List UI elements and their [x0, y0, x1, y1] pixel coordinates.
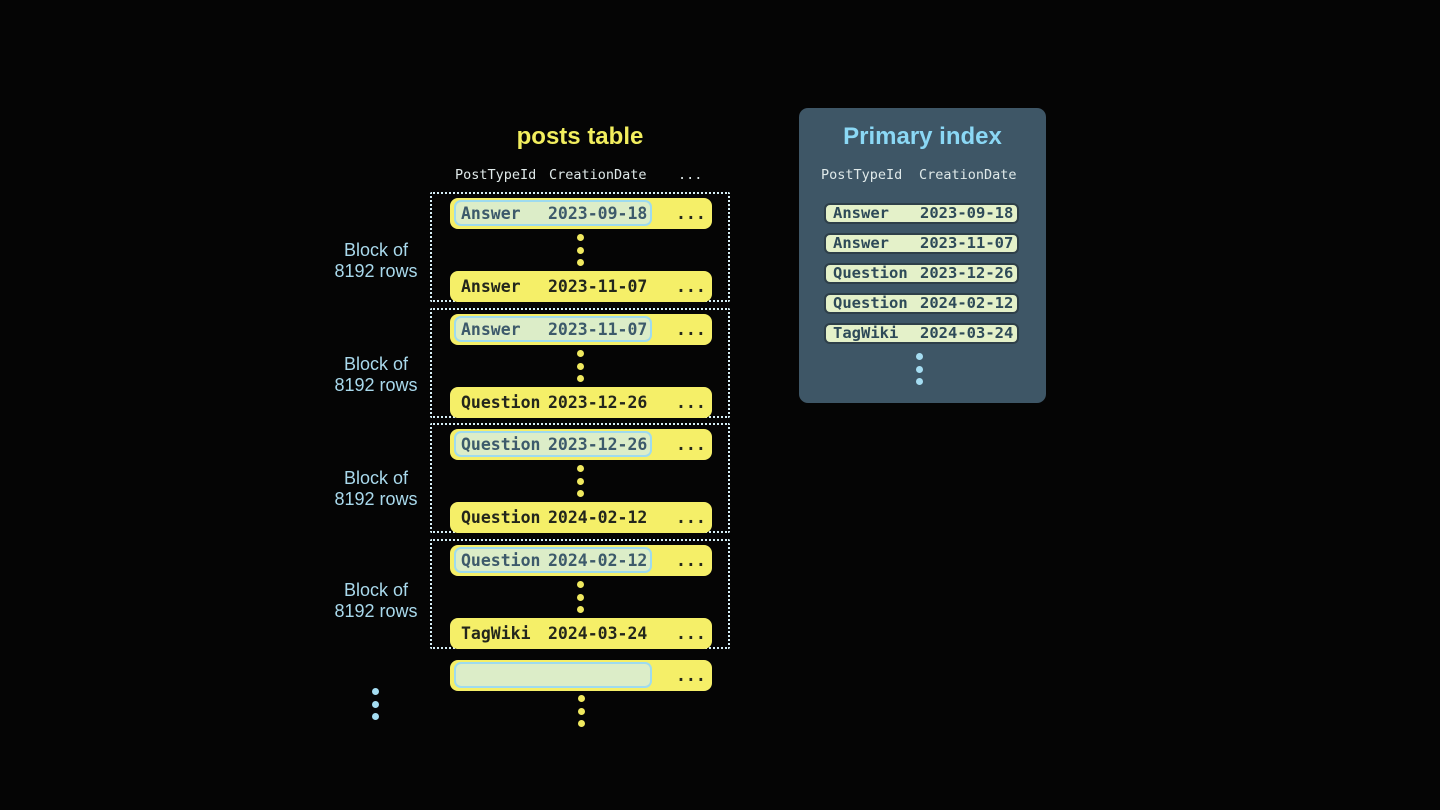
more-columns-cell: ... — [676, 624, 706, 643]
post-type-cell: Answer — [833, 204, 889, 222]
post-type-cell: Answer — [461, 204, 521, 223]
block-label-line1: Block of — [343, 240, 409, 260]
creation-date-cell: 2023-12-26 — [920, 264, 1014, 282]
block-label-line1: Block of — [343, 468, 409, 488]
table-row: Answer 2023-11-07 ... — [450, 271, 712, 302]
index-row: Question 2024-02-12 — [824, 293, 1019, 314]
primary-index-panel: Primary index PostTypeId CreationDate An… — [799, 108, 1046, 403]
table-row: Question 2024-02-12 ... — [450, 502, 712, 533]
post-type-cell: Question — [461, 435, 541, 454]
index-row: TagWiki 2024-03-24 — [824, 323, 1019, 344]
index-row: Answer 2023-09-18 — [824, 203, 1019, 224]
post-type-cell: Question — [461, 393, 541, 412]
table-row: Answer 2023-09-18 ... — [450, 198, 712, 229]
vertical-ellipsis-icon — [577, 234, 584, 266]
vertical-ellipsis-icon — [577, 350, 584, 382]
primary-key-highlight — [454, 662, 652, 688]
vertical-ellipsis-icon — [578, 695, 585, 727]
more-columns-cell: ... — [676, 508, 706, 527]
post-type-cell: Question — [833, 264, 908, 282]
table-row: Question 2023-12-26 ... — [450, 387, 712, 418]
table-row: Answer 2023-11-07 ... — [450, 314, 712, 345]
more-columns-cell: ... — [676, 551, 706, 570]
post-type-cell: Answer — [461, 320, 521, 339]
column-header-more: ... — [678, 167, 703, 183]
row-block: Question 2023-12-26 ... Question 2024-02… — [430, 423, 730, 533]
primary-key-highlight — [454, 431, 652, 457]
table-row: TagWiki 2024-03-24 ... — [450, 660, 712, 691]
block-label-line1: Block of — [343, 354, 409, 374]
column-header-posttypeid: PostTypeId — [821, 167, 903, 183]
row-block: Answer 2023-11-07 ... Question 2023-12-2… — [430, 308, 730, 418]
index-row: Answer 2023-11-07 — [824, 233, 1019, 254]
index-row: Question 2023-12-26 — [824, 263, 1019, 284]
table-row: Question 2024-02-12 ... — [450, 545, 712, 576]
creation-date-cell: 2023-11-07 — [548, 320, 648, 339]
creation-date-cell: 2023-12-26 — [548, 435, 648, 454]
post-type-cell: Answer — [833, 234, 889, 252]
block-size-label: Block of 8192 rows — [311, 240, 441, 282]
post-type-cell: Question — [461, 551, 541, 570]
table-row: Question 2023-12-26 ... — [450, 429, 712, 460]
creation-date-cell: 2024-02-12 — [548, 508, 648, 527]
column-header-posttypeid: PostTypeId — [455, 167, 537, 183]
creation-date-cell: 2023-12-26 — [548, 393, 648, 412]
vertical-ellipsis-icon — [372, 688, 379, 720]
more-columns-cell: ... — [676, 320, 706, 339]
block-label-line1: Block of — [343, 580, 409, 600]
post-type-cell: Question — [461, 508, 541, 527]
row-block: Question 2024-02-12 ... TagWiki 2024-03-… — [430, 539, 730, 649]
block-size-label: Block of 8192 rows — [311, 580, 441, 622]
more-columns-cell: ... — [676, 204, 706, 223]
primary-key-highlight — [454, 200, 652, 226]
table-row: TagWiki 2024-03-24 ... — [450, 618, 712, 649]
creation-date-cell: 2023-09-18 — [548, 204, 648, 223]
vertical-ellipsis-icon — [577, 581, 584, 613]
block-size-label: Block of 8192 rows — [311, 468, 441, 510]
post-type-cell: TagWiki — [833, 324, 899, 342]
column-header-creationdate: CreationDate — [919, 167, 1017, 183]
more-columns-cell: ... — [676, 393, 706, 412]
primary-index-title: Primary index — [843, 123, 1002, 150]
primary-key-highlight — [454, 316, 652, 342]
post-type-cell: TagWiki — [461, 624, 531, 643]
block-label-line2: 8192 rows — [334, 489, 418, 509]
creation-date-cell: 2024-02-12 — [920, 294, 1014, 312]
block-size-label: Block of 8192 rows — [311, 354, 441, 396]
row-block: Answer 2023-09-18 ... Answer 2023-11-07 … — [430, 192, 730, 302]
column-header-creationdate: CreationDate — [549, 167, 647, 183]
primary-key-highlight — [454, 547, 652, 573]
post-type-cell: Question — [833, 294, 908, 312]
creation-date-cell: 2024-03-24 — [548, 624, 648, 643]
post-type-cell: Answer — [461, 277, 521, 296]
creation-date-cell: 2024-02-12 — [548, 551, 648, 570]
vertical-ellipsis-icon — [916, 353, 923, 385]
more-columns-cell: ... — [676, 666, 706, 685]
vertical-ellipsis-icon — [577, 465, 584, 497]
posts-table-title: posts table — [516, 123, 644, 150]
creation-date-cell: 2024-03-24 — [920, 324, 1014, 342]
creation-date-cell: 2023-09-18 — [920, 204, 1014, 222]
block-label-line2: 8192 rows — [334, 601, 418, 621]
block-label-line2: 8192 rows — [334, 261, 418, 281]
more-columns-cell: ... — [676, 277, 706, 296]
block-label-line2: 8192 rows — [334, 375, 418, 395]
creation-date-cell: 2023-11-07 — [920, 234, 1014, 252]
creation-date-cell: 2023-11-07 — [548, 277, 648, 296]
more-columns-cell: ... — [676, 435, 706, 454]
